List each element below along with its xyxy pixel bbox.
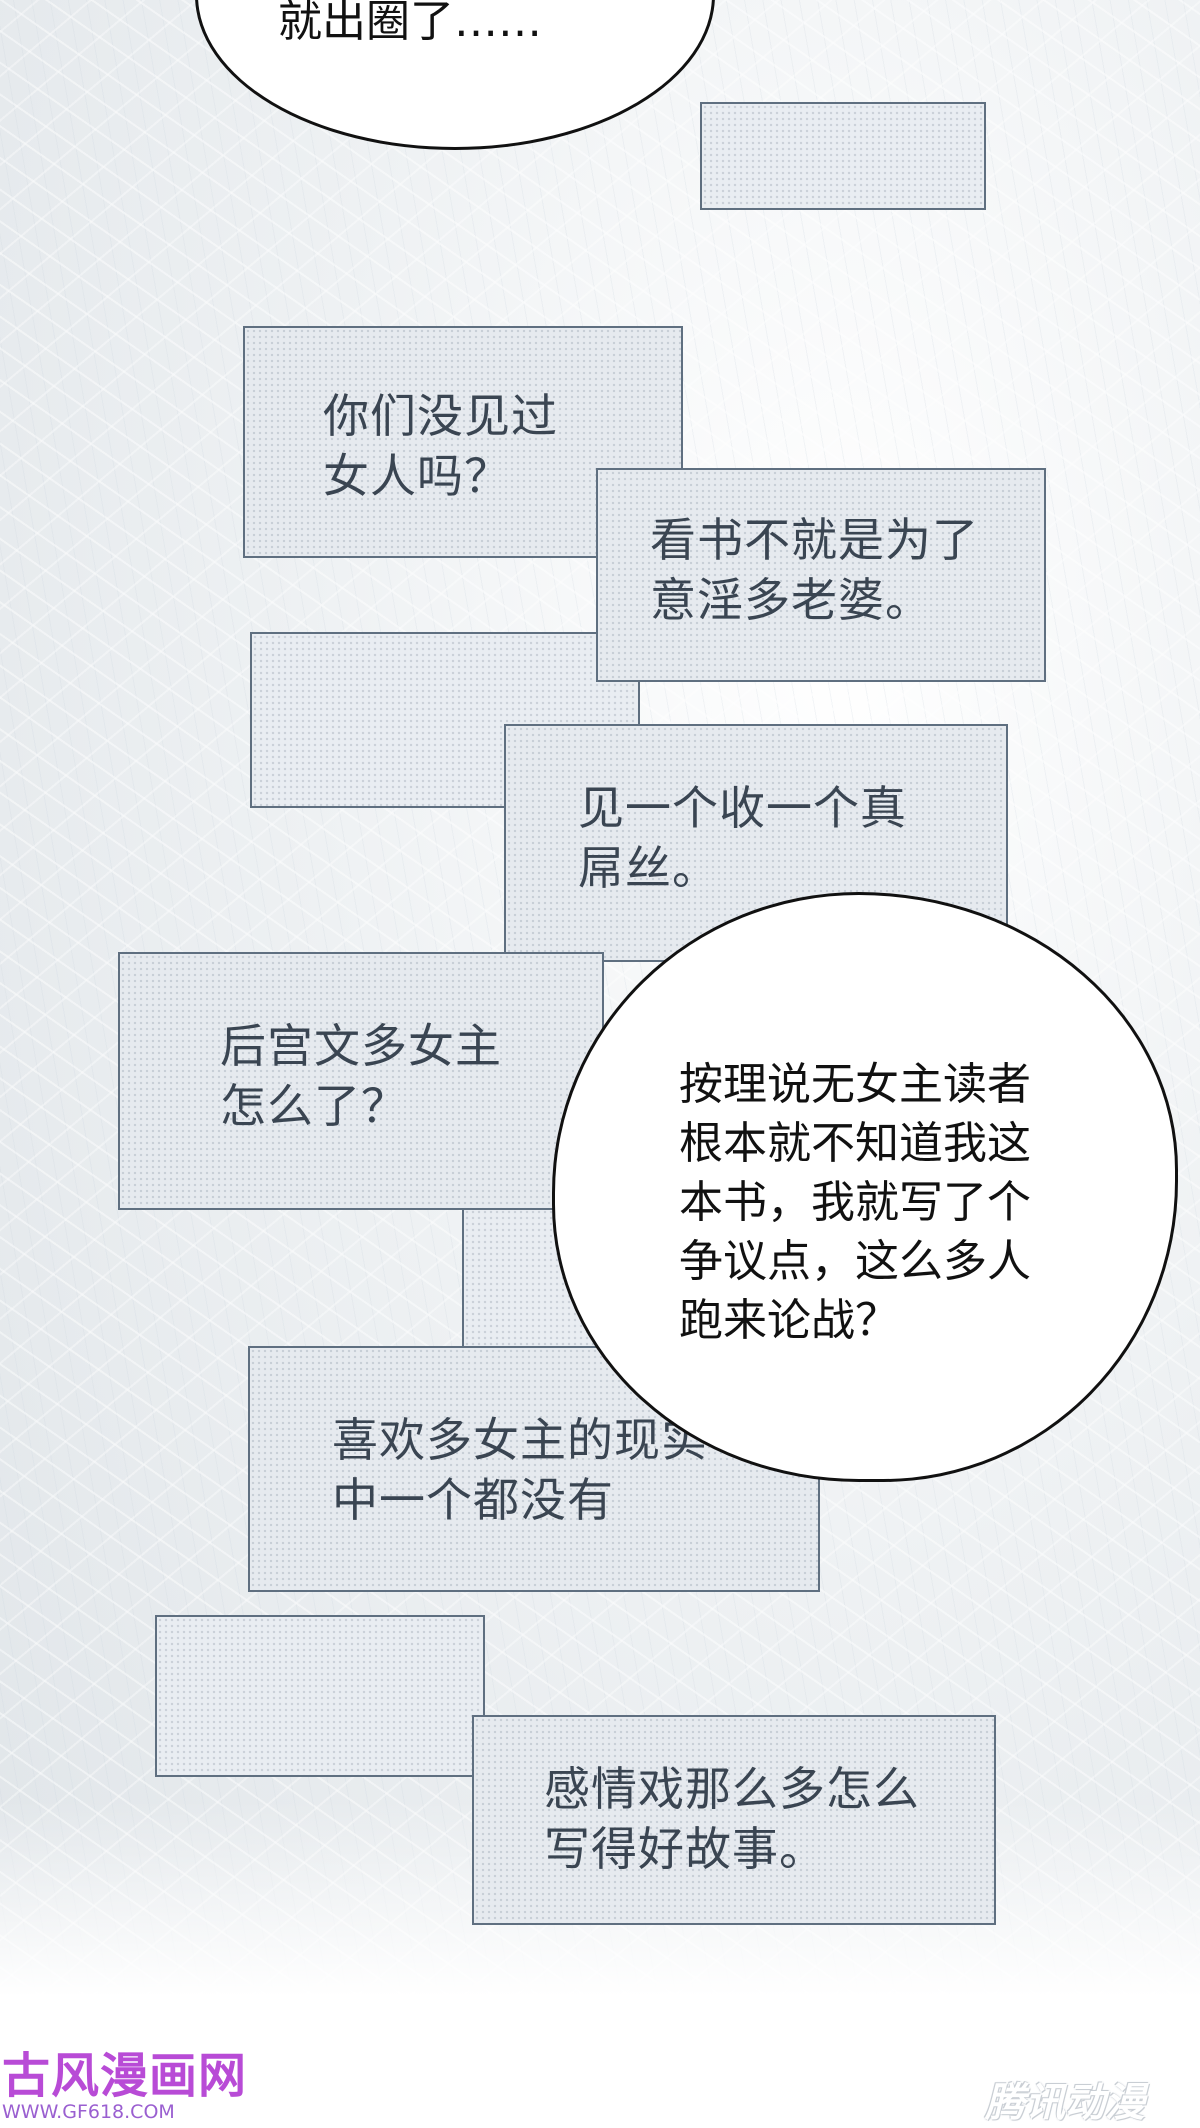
blank-panel-bottom xyxy=(155,1615,485,1777)
site-watermark-title: 古风漫画网 xyxy=(2,2048,248,2104)
comment-panel-4: 后宫文多女主 怎么了？ xyxy=(118,952,604,1210)
comment-text-2: 看书不就是为了 意淫多老婆。 xyxy=(650,513,979,627)
publisher-watermark: 腾讯动漫 xyxy=(985,2080,1145,2126)
top-bubble-text: 就出圈了…… xyxy=(278,0,542,47)
comment-text-4: 后宫文多女主 怎么了？ xyxy=(220,1019,502,1133)
site-watermark: 古风漫画网 WWW.GF618.COM xyxy=(2,2048,248,2123)
blank-panel-middle xyxy=(250,632,640,808)
main-bubble-text: 按理说无女主读者 根本就不知道我这 本书，我就写了个 争议点，这么多人 跑来论战… xyxy=(679,1059,1031,1346)
comment-text-5: 喜欢多女主的现实 中一个都没有 xyxy=(332,1413,708,1527)
comment-text-3: 见一个收一个真 屌丝。 xyxy=(578,781,907,895)
comment-panel-6: 感情戏那么多怎么 写得好故事。 xyxy=(472,1715,996,1925)
comment-text-1: 你们没见过 女人吗？ xyxy=(323,389,558,503)
site-watermark-url: WWW.GF618.COM xyxy=(2,2101,175,2123)
blank-panel-top xyxy=(700,102,986,210)
comment-panel-2: 看书不就是为了 意淫多老婆。 xyxy=(596,468,1046,682)
comment-text-6: 感情戏那么多怎么 写得好故事。 xyxy=(544,1762,920,1876)
main-speech-bubble: 按理说无女主读者 根本就不知道我这 本书，我就写了个 争议点，这么多人 跑来论战… xyxy=(552,892,1178,1482)
